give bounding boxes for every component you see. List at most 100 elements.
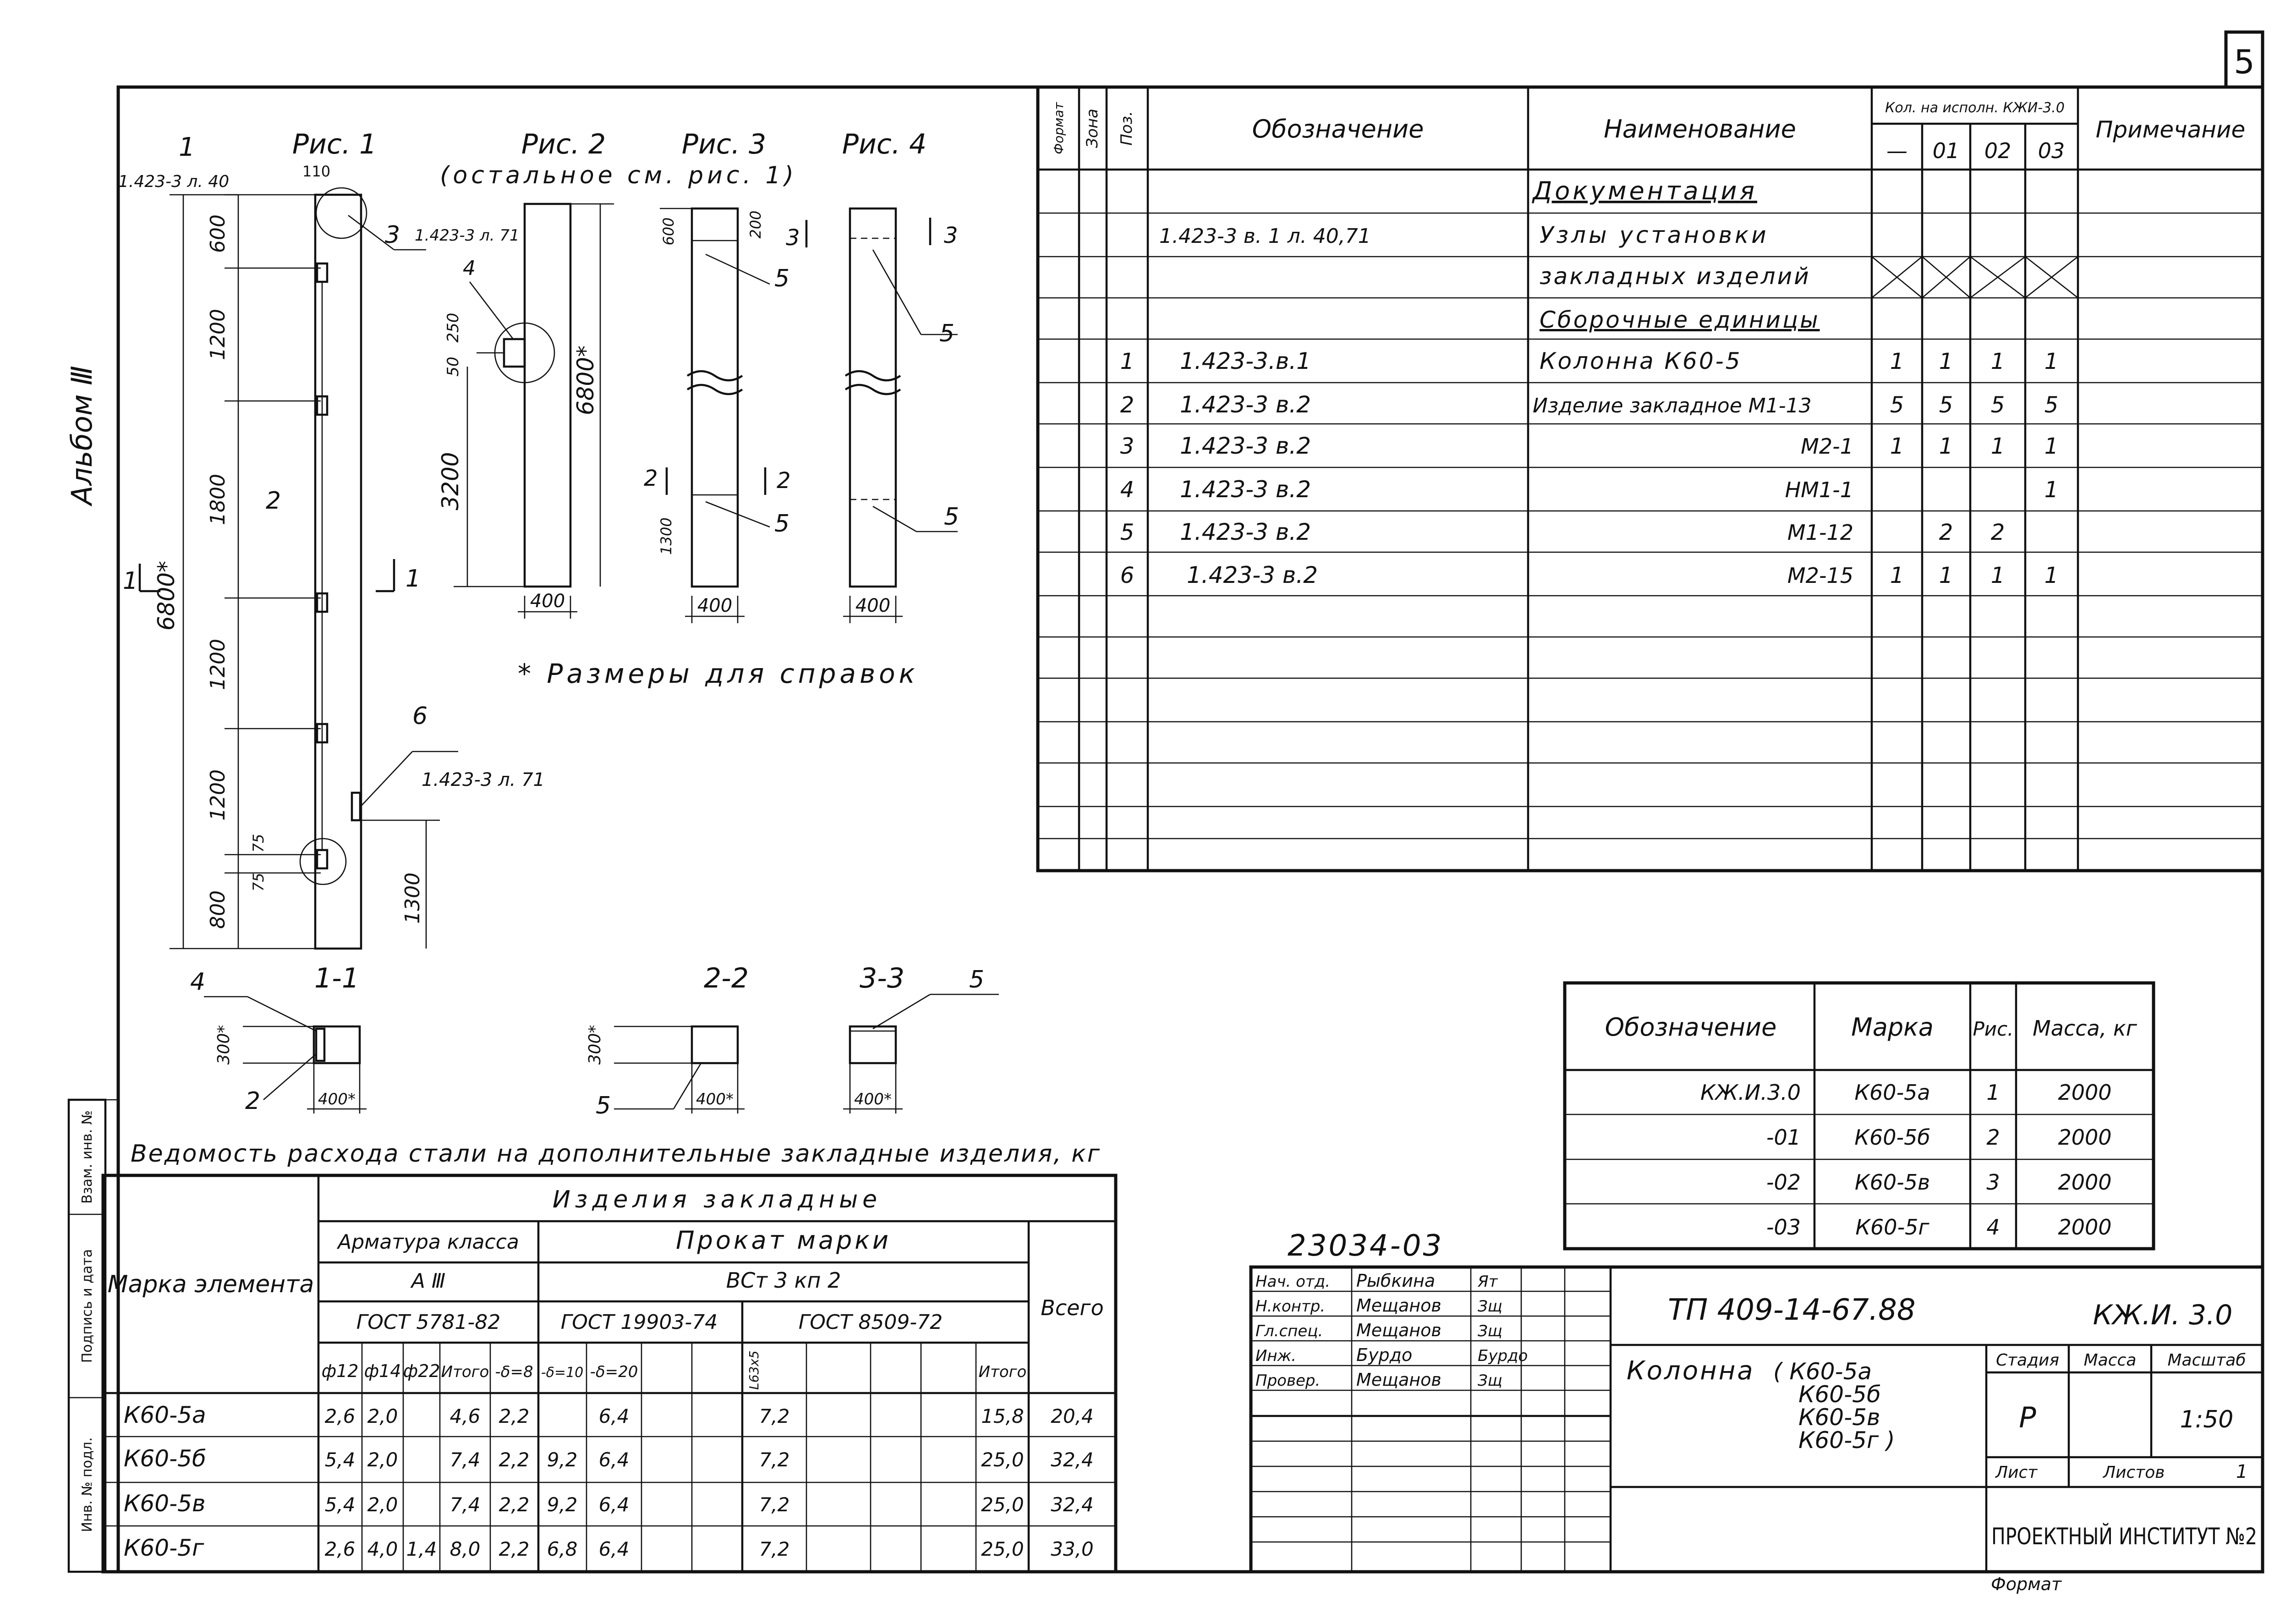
scale-value: 1:50 — [2180, 1406, 2234, 1433]
page-number: 5 — [2234, 43, 2255, 81]
steel-h-gost-8509: ГОСТ 8509-72 — [799, 1311, 943, 1334]
spec-qty-1: 1 — [1939, 349, 1953, 374]
steel-val: 2,0 — [367, 1493, 398, 1516]
signature: Зщ — [1478, 1322, 1502, 1340]
person: Рыбкина — [1356, 1271, 1435, 1291]
steel-val: 6,8 — [547, 1538, 578, 1560]
spec-name: М2-1 — [1801, 434, 1853, 459]
steel-val: 4,0 — [367, 1538, 398, 1560]
fig1-dim-1200c: 1200 — [206, 769, 230, 821]
steel-h-rolled: Прокат марки — [676, 1226, 891, 1255]
role: Провер. — [1255, 1372, 1320, 1390]
mass-h-designation: Обозначение — [1605, 1013, 1777, 1042]
mass-h-fig: Рис. — [1973, 1018, 2013, 1040]
spec-qty-2: 1 — [1991, 563, 2005, 588]
callout-5-fig3b: 5 — [774, 510, 789, 538]
steel-val: 9,2 — [547, 1493, 578, 1516]
steel-val: 6,4 — [599, 1493, 630, 1516]
archive-number: 23034-03 — [1288, 1229, 1443, 1263]
callout-5-fig4a: 5 — [939, 320, 954, 347]
spec-designation: 1.423-3 в.2 — [1180, 433, 1311, 459]
spec-name: М1-12 — [1787, 520, 1853, 545]
callout-5-fig3a: 5 — [774, 265, 789, 292]
spec-qty-2: 5 — [1991, 392, 2005, 418]
figure-4-column: Рис. 4 3 5 5 400 — [842, 128, 959, 623]
mass-value: 2000 — [2058, 1170, 2111, 1195]
spec-pos: 2 — [1120, 392, 1135, 418]
spec-row-5: 5 1.423-3 в.2 М1-12 2 2 — [1120, 519, 2005, 545]
steel-col: Итого — [441, 1363, 489, 1381]
section1-dim-400: 400* — [318, 1090, 356, 1108]
steel-h-rebar-class-value: А Ⅲ — [410, 1269, 445, 1293]
steel-mark: К60-5г — [124, 1535, 204, 1561]
sheets-header: Листов — [2102, 1463, 2165, 1482]
spec-h-qty-2: 02 — [1984, 138, 2011, 163]
section-callout-4: 4 — [190, 968, 205, 996]
spec-h-note: Примечание — [2096, 116, 2245, 143]
stage-value: Р — [2019, 1401, 2036, 1434]
mass-designation: -03 — [1766, 1215, 1801, 1240]
spec-designation: 1.423-3 в.2 — [1180, 476, 1311, 503]
steel-val: 7,4 — [450, 1493, 481, 1516]
spec-table: Формат Зона Поз. Обозначение Наименовани… — [1036, 85, 2264, 872]
sections: 1-1 2-2 3-3 4 2 300* 400* 300* 5 400* 5 — [190, 962, 999, 1119]
org-name: ПРОЕКТНЫЙ ИНСТИТУТ №2 — [1991, 1523, 2257, 1550]
stamp-inv-orig: Инв. № подл. — [79, 1437, 95, 1532]
fig1-dim-75a: 75 — [250, 834, 267, 853]
spec-h-qty-3: 03 — [2038, 138, 2065, 163]
callout-5-fig4b: 5 — [944, 503, 959, 531]
spec-pos: 3 — [1120, 433, 1135, 459]
fig1-dim-6800: 6800* — [153, 561, 180, 631]
spec-qty-1: 5 — [1939, 392, 1953, 418]
title-roles: Нач. отд. Рыбкина Ят Н.контр. Мещанов Зщ… — [1255, 1271, 1528, 1390]
section2-dim-300: 300* — [586, 1025, 604, 1065]
spec-qty-0: 1 — [1890, 349, 1904, 374]
steel-h-rebar-class: Арматура класса — [336, 1230, 519, 1254]
mass-row-1: КЖ.И.3.0 К60-5а 1 2000 — [1700, 1080, 2112, 1105]
steel-h-rebar-gost: ГОСТ 5781-82 — [356, 1311, 501, 1334]
section-label-2-2: 2-2 — [704, 962, 749, 994]
title-code: ТП 409-14-67.88 — [1668, 1293, 1916, 1327]
steel-h-embedded: Изделия закладные — [553, 1186, 882, 1213]
stamp-sign-date: Подпись и дата — [79, 1249, 95, 1363]
title-designation: КЖ.И. 3.0 — [2093, 1299, 2233, 1331]
spec-row-2: 2 1.423-3 в.2 Изделие закладное М1-13 5 … — [1120, 391, 2059, 418]
steel-col-headers: ф12 ф14 ф22 Итого -δ=8 -δ=10 -δ=20 L63x5… — [322, 1350, 1027, 1390]
fig1-dim-1300: 1300 — [401, 872, 424, 924]
spec-name: М2-15 — [1787, 563, 1853, 588]
steel-val: 2,6 — [325, 1538, 356, 1560]
fig2-title: Рис. 2 — [521, 128, 606, 160]
steel-val: 5,4 — [325, 1448, 356, 1471]
person: Бурдо — [1356, 1345, 1412, 1365]
steel-mark: К60-5б — [124, 1445, 206, 1472]
fig3-dim-600: 600 — [660, 217, 677, 245]
fig1-dim-75b: 75 — [250, 873, 267, 892]
steel-val: 25,0 — [981, 1493, 1024, 1516]
mass-fig: 4 — [1986, 1215, 2000, 1240]
fig1-dim-1800: 1800 — [206, 474, 230, 525]
sheets-value: 1 — [2236, 1461, 2247, 1482]
album-label: Альбом Ⅲ — [65, 366, 99, 507]
figure-2-column: Рис. 2 (остальное см. рис. 1) 1.423-3 л.… — [415, 128, 794, 619]
spec-qty-1: 1 — [1939, 433, 1953, 459]
spec-h-qty-1: 01 — [1933, 138, 1960, 163]
fig1-dim-1200a: 1200 — [206, 309, 230, 360]
steel-total: 32,4 — [1051, 1493, 1094, 1516]
spec-h-format: Формат — [1051, 102, 1066, 154]
mass-row-2: -01 К60-5б 2 2000 — [1766, 1125, 2112, 1150]
fig1-top-ref: 1.423-3 л. 40 — [118, 172, 229, 191]
section-mark-2-fig3-left: 2 — [644, 466, 658, 491]
spec-doc-name-2: закладных изделий — [1540, 263, 1811, 290]
object-mark-1: ( К60-5а — [1773, 1358, 1872, 1385]
title-block: Нач. отд. Рыбкина Ят Н.контр. Мещанов Зщ… — [1249, 1265, 2264, 1574]
steel-col: ф14 — [364, 1361, 401, 1381]
section-mark-2-fig3-right: 2 — [777, 468, 791, 494]
steel-h-gost-19903: ГОСТ 19903-74 — [561, 1311, 718, 1334]
mass-designation: -02 — [1766, 1170, 1801, 1195]
fig2-dim-250: 250 — [444, 313, 462, 343]
spec-qty-0: 5 — [1890, 392, 1904, 418]
steel-val: 2,2 — [499, 1538, 530, 1560]
steel-col: -δ=20 — [590, 1363, 638, 1381]
section-mark-3-fig3: 3 — [786, 225, 800, 251]
